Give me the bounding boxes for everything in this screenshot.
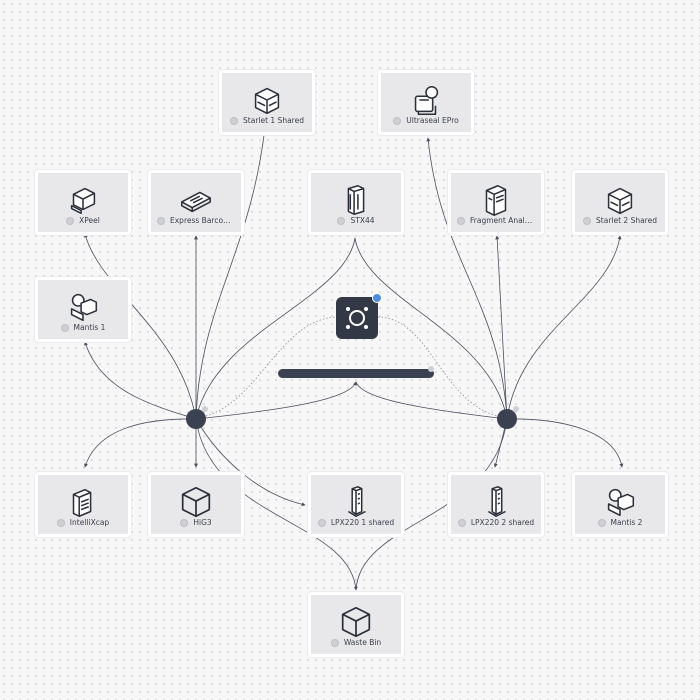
node-xpeel[interactable]: XPeel — [35, 170, 131, 235]
node-hig3[interactable]: HiG3 — [148, 472, 244, 537]
status-dot — [180, 518, 189, 527]
status-dot — [457, 216, 465, 225]
node-ultraseal-epro[interactable]: Ultraseal EPro — [378, 70, 474, 135]
sealer-icon — [414, 85, 439, 116]
node-waste-bin[interactable]: Waste Bin — [308, 592, 404, 657]
edge-hub-left-stx44 — [195, 237, 356, 420]
status-dot — [56, 518, 65, 527]
status-dot — [230, 116, 239, 125]
barcode-reader-icon — [180, 191, 212, 213]
node-lpx220-2-shared[interactable]: LPX220 2 shared — [448, 472, 544, 537]
edge-hub-left-starlet1 — [195, 107, 269, 420]
node-label: STX44 — [350, 216, 375, 225]
edge-hub-right-mantis2 — [506, 418, 624, 468]
status-dot — [60, 323, 69, 332]
edge-hub-right-stx44 — [354, 237, 508, 420]
analyzer-icon — [485, 184, 507, 216]
edge-hub-right-waste — [355, 418, 508, 591]
node-stx44[interactable]: STX44 — [308, 170, 404, 235]
status-dot — [583, 216, 592, 225]
edge-hub-right-rail — [355, 381, 508, 420]
edge-hub-right-starlet2 — [506, 235, 622, 420]
status-dot — [597, 518, 606, 527]
node-label: IntelliXcap — [69, 518, 110, 527]
status-dot — [317, 518, 326, 527]
status-dot — [66, 216, 75, 225]
edge-hub-right-fragment — [495, 235, 508, 420]
robot-arm-icon — [346, 307, 368, 329]
machine-box-icon — [254, 87, 280, 115]
node-lpx220-1-shared[interactable]: LPX220 1 shared — [308, 472, 404, 537]
edge-dotted-robot-right — [377, 316, 498, 417]
cube-icon — [181, 486, 211, 518]
node-label: XPeel — [79, 216, 100, 225]
edge-hub-right-ultraseal — [426, 137, 508, 420]
node-label: Fragment Analyzer — [470, 216, 535, 225]
storage-tower-icon — [487, 486, 506, 518]
incubator-icon — [347, 184, 365, 216]
node-label: Ultraseal EPro — [406, 116, 459, 125]
edge-hub-left-mantis1 — [84, 341, 197, 420]
storage-tower-icon — [347, 486, 366, 518]
node-label: LPX220 2 shared — [470, 518, 535, 527]
rail-handle[interactable] — [428, 366, 434, 372]
edge-hub-left-rail — [195, 381, 357, 420]
dispenser-icon — [70, 293, 98, 322]
hub-left-handle[interactable] — [202, 406, 208, 412]
node-starlet-2-shared[interactable]: Starlet 2 Shared — [572, 170, 668, 235]
node-mantis-2[interactable]: Mantis 2 — [572, 472, 668, 537]
peeler-icon — [70, 187, 96, 215]
node-label: Starlet 1 Shared — [243, 116, 304, 125]
node-label: Starlet 2 Shared — [596, 216, 657, 225]
transport-rail[interactable] — [278, 369, 434, 378]
node-label: Mantis 1 — [73, 323, 106, 332]
node-label: HiG3 — [193, 518, 212, 527]
node-intellixcap[interactable]: IntelliXcap — [35, 472, 131, 537]
status-dot — [337, 216, 346, 225]
dispenser-icon — [607, 488, 635, 517]
edge-hub-left-xpeel — [83, 233, 197, 420]
capper-icon — [72, 488, 92, 518]
robot-arm-node[interactable] — [336, 297, 378, 339]
status-dot — [457, 518, 466, 527]
status-dot — [330, 638, 339, 647]
node-label: Express Barcode Re... — [170, 216, 235, 225]
machine-box-icon — [607, 187, 633, 215]
edge-hub-left-waste — [195, 418, 358, 591]
node-label: Mantis 2 — [610, 518, 643, 527]
node-label: Waste Bin — [343, 638, 382, 647]
node-starlet-1-shared[interactable]: Starlet 1 Shared — [219, 70, 315, 135]
edge-dotted-left-robot — [205, 316, 337, 417]
edge-hub-left-intellixcap — [84, 418, 197, 468]
hub-right[interactable] — [497, 409, 517, 429]
robot-status-dot — [372, 293, 382, 303]
node-label: LPX220 1 shared — [330, 518, 395, 527]
status-dot — [157, 216, 165, 225]
node-fragment-analyzer[interactable]: Fragment Analyzer — [448, 170, 544, 235]
node-express-barcode-reader[interactable]: Express Barcode Re... — [148, 170, 244, 235]
status-dot — [393, 116, 402, 125]
node-mantis-1[interactable]: Mantis 1 — [35, 277, 131, 342]
cube-icon — [341, 606, 371, 638]
hub-right-handle[interactable] — [513, 406, 519, 412]
hub-left[interactable] — [186, 409, 206, 429]
